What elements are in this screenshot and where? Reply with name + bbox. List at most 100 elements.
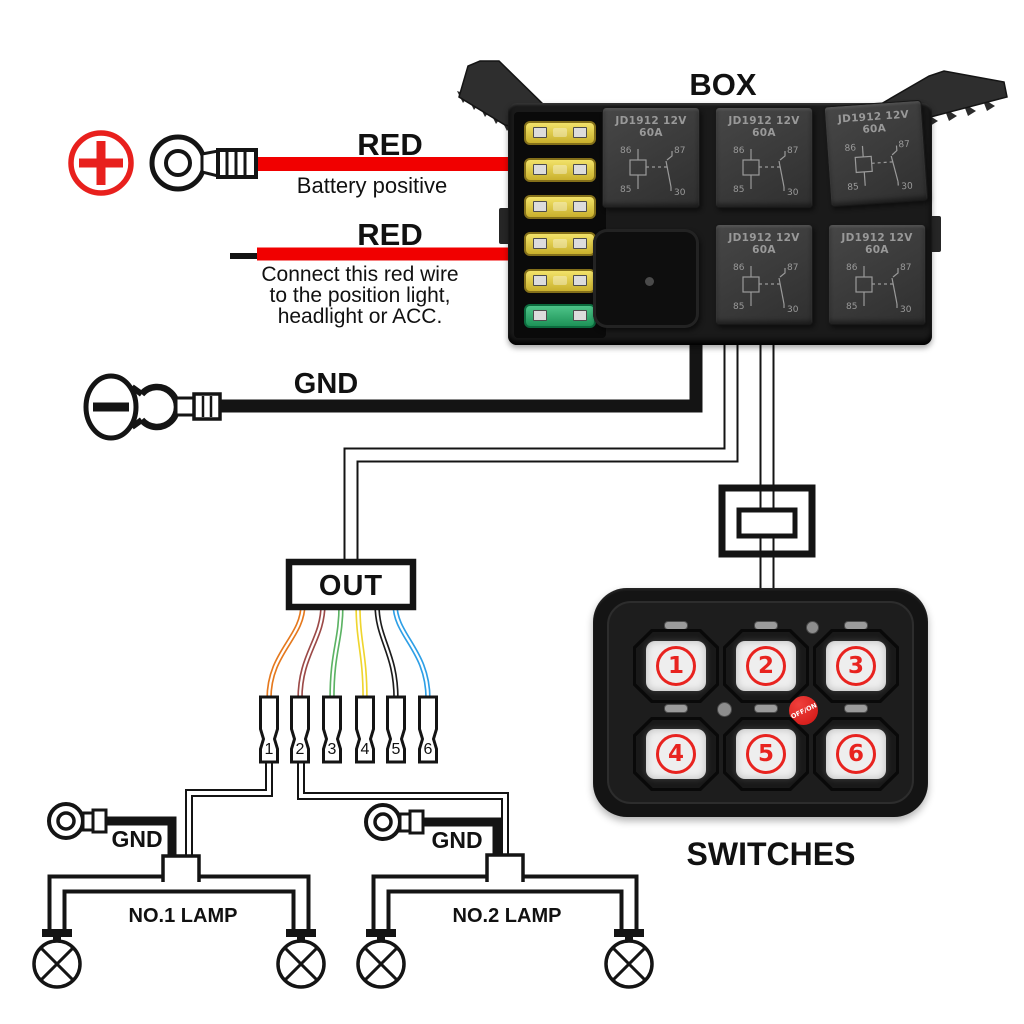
indicator-slot [754, 621, 778, 630]
svg-text:87: 87 [787, 146, 798, 156]
box-side-tab [499, 208, 510, 244]
svg-text:30: 30 [901, 182, 913, 193]
terminal-number-2: 2 [295, 741, 305, 758]
svg-text:30: 30 [787, 305, 799, 314]
svg-text:87: 87 [898, 140, 910, 151]
blade-fuse [524, 158, 596, 182]
switch-number: 2 [746, 646, 786, 686]
svg-text:87: 87 [900, 263, 911, 273]
lamp1-label: NO.1 LAMP [128, 905, 238, 927]
switch-button-1[interactable]: 1 [633, 629, 719, 703]
relay-label: JD1912 12V 60A [615, 115, 687, 139]
switch-number: 5 [746, 734, 786, 774]
relay-fuse-box: JD1912 12V 60A 86 87 85 30 JD1912 12V 60… [508, 99, 932, 345]
svg-text:86: 86 [733, 146, 745, 156]
output-wire-5 [374, 603, 399, 700]
indicator-slot [664, 704, 688, 713]
box-title: BOX [689, 67, 757, 102]
box-side-tab [930, 216, 941, 252]
lamp1-circuit [32, 802, 326, 989]
relay-2: JD1912 12V 60A 86 87 85 30 [715, 107, 813, 208]
ground-wire [130, 342, 703, 431]
relay-label: JD1912 12V 60A [728, 115, 800, 139]
svg-text:85: 85 [847, 182, 859, 193]
output-wires [266, 603, 431, 700]
power-button-label: OFF/ON [789, 700, 818, 721]
relay-cover [593, 229, 699, 328]
svg-text:30: 30 [900, 305, 912, 314]
indicator-slot [664, 621, 688, 630]
svg-text:85: 85 [733, 302, 744, 312]
switch-button-6[interactable]: 6 [813, 717, 899, 791]
battery-negative-icon [83, 373, 139, 441]
inline-connector-symbol [718, 484, 816, 558]
indicator-slot [844, 704, 868, 713]
svg-text:85: 85 [846, 302, 857, 312]
terminal2-to-lamp2-wire [297, 758, 509, 857]
svg-text:86: 86 [844, 143, 856, 154]
relay-schematic: 86 87 85 30 [733, 146, 799, 197]
blade-fuse-green [524, 304, 596, 328]
relay-schematic: 86 87 85 30 [846, 263, 912, 314]
svg-text:86: 86 [620, 146, 632, 156]
switch-panel: OFF/ON 1 2 3 4 5 6 [593, 588, 928, 817]
indicator-dot [717, 702, 732, 717]
relay-schematic: 86 87 85 30 [844, 140, 913, 193]
output-terminals [259, 695, 438, 764]
red-wire-acc [230, 247, 512, 261]
out-label: OUT [318, 570, 384, 602]
svg-text:87: 87 [787, 263, 798, 273]
svg-text:30: 30 [674, 188, 686, 197]
gnd-wire-label: GND [293, 368, 359, 400]
switch-number: 4 [656, 734, 696, 774]
box-to-out-wire [343, 342, 739, 564]
switch-number: 1 [656, 646, 696, 686]
relay-3: JD1912 12V 60A 86 87 85 30 [823, 99, 929, 208]
svg-text:87: 87 [674, 146, 685, 156]
lamp1-gnd-label: GND [111, 826, 163, 852]
red-wire1-label: RED [357, 127, 423, 162]
relay-5: JD1912 12V 60A 86 87 85 30 [828, 224, 926, 325]
out-connector-box [285, 558, 417, 611]
terminal1-to-lamp1-wire [185, 758, 273, 858]
red-wire-battery [149, 134, 512, 192]
switch-button-2[interactable]: 2 [723, 629, 809, 703]
lamp2-circuit [356, 803, 654, 989]
red-wire2-caption-line1: Connect this red wire [261, 263, 459, 286]
red-wire2-label: RED [357, 217, 423, 252]
lamp2-label: NO.2 LAMP [452, 905, 562, 927]
terminal-number-6: 6 [423, 741, 433, 758]
terminal-number-1: 1 [264, 741, 274, 758]
relay-4: JD1912 12V 60A 86 87 85 30 [715, 224, 813, 325]
terminal-number-4: 4 [360, 741, 370, 758]
svg-text:85: 85 [733, 185, 744, 195]
switch-number: 6 [836, 734, 876, 774]
output-wire-1 [266, 603, 306, 700]
lamp2-gnd-label: GND [431, 827, 483, 853]
svg-text:30: 30 [787, 188, 799, 197]
red-wire2-caption-line2: to the position light, [269, 284, 451, 307]
relay-label: JD1912 12V 60A [841, 232, 913, 256]
switch-button-4[interactable]: 4 [633, 717, 719, 791]
indicator-slot [754, 704, 778, 713]
switch-number: 3 [836, 646, 876, 686]
switch-button-3[interactable]: 3 [813, 629, 899, 703]
indicator-dot [806, 621, 819, 634]
svg-text:86: 86 [846, 263, 858, 273]
cover-screw-icon [645, 277, 654, 286]
battery-positive-icon [68, 130, 134, 196]
relay-label: JD1912 12V 60A [728, 232, 800, 256]
blade-fuse [524, 121, 596, 145]
terminal-number-3: 3 [327, 741, 337, 758]
relay-schematic: 86 87 85 30 [733, 263, 799, 314]
relay-schematic: 86 87 85 30 [620, 146, 686, 197]
relay-1: JD1912 12V 60A 86 87 85 30 [602, 107, 700, 208]
blade-fuse [524, 195, 596, 219]
blade-fuse [524, 269, 596, 293]
switch-button-5[interactable]: 5 [723, 717, 809, 791]
terminal-number-5: 5 [391, 741, 401, 758]
switches-label: SWITCHES [686, 836, 856, 872]
svg-text:86: 86 [733, 263, 745, 273]
